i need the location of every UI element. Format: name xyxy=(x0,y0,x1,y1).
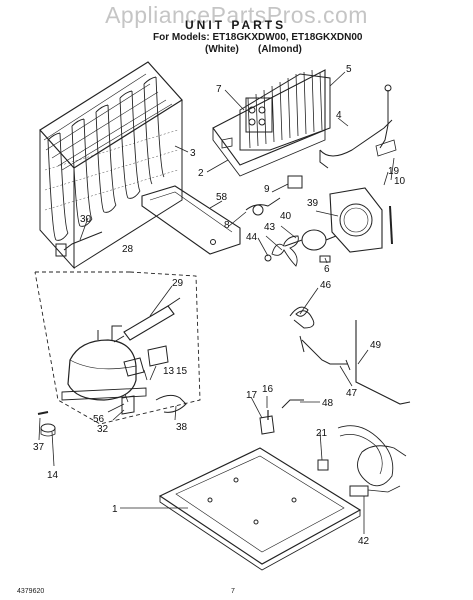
fan-motor xyxy=(284,229,337,251)
callout-42: 42 xyxy=(358,536,370,547)
diagram-title: UNIT PARTS xyxy=(185,18,287,32)
filter-drier xyxy=(123,305,175,341)
clip-37 xyxy=(37,411,49,415)
sensor-bulb xyxy=(384,84,392,92)
heater-plug xyxy=(55,243,67,257)
callout-4: 4 xyxy=(336,110,342,121)
callout-29: 29 xyxy=(172,278,184,289)
callout-39: 39 xyxy=(307,198,319,209)
callout-1: 1 xyxy=(112,504,118,515)
callout-3: 3 xyxy=(190,148,196,159)
document-code: 4379620 xyxy=(17,588,45,595)
sensor-wire xyxy=(379,90,389,149)
roller-17 xyxy=(259,415,275,435)
callout-13: 13 xyxy=(163,366,175,377)
callout-38: 38 xyxy=(176,422,188,433)
callout-47: 47 xyxy=(346,388,358,399)
clip xyxy=(375,139,397,157)
rubber-grommet xyxy=(40,423,56,433)
callout-9: 9 xyxy=(264,184,270,195)
condenser-coil xyxy=(39,61,183,270)
callout-labels: 7 5 4 3 2 58 19 10 9 8 39 40 43 44 6 30 … xyxy=(33,64,406,547)
watermark: AppliancePartsPros.com xyxy=(105,2,368,28)
callout-49: 49 xyxy=(370,340,382,351)
color-white: (White) xyxy=(205,44,239,55)
drain-tube xyxy=(319,119,393,169)
color-almond: (Almond) xyxy=(258,44,302,55)
leader-lines xyxy=(38,71,395,534)
callout-37: 37 xyxy=(33,442,45,453)
water-tube xyxy=(289,306,315,329)
bracket-18 xyxy=(281,399,304,409)
callout-43: 43 xyxy=(264,222,276,233)
callout-14: 14 xyxy=(47,470,59,481)
motor-grommet xyxy=(319,255,331,263)
callout-30: 30 xyxy=(80,214,92,225)
leveler-21 xyxy=(317,459,329,471)
overload-protector xyxy=(147,345,169,367)
fan-nut xyxy=(264,254,272,262)
compressor-group-outline xyxy=(34,271,201,425)
callout-56: 56 xyxy=(93,414,105,425)
callout-19: 19 xyxy=(388,166,400,177)
callout-16: 16 xyxy=(262,384,274,395)
callout-48: 48 xyxy=(322,398,334,409)
power-cord-lead xyxy=(155,394,187,413)
heater-cord xyxy=(63,231,103,251)
model-numbers: For Models: ET18GKXDW00, ET18GKXDN00 xyxy=(153,32,363,43)
discharge-tube xyxy=(355,320,411,405)
callout-10: 10 xyxy=(394,176,406,187)
callout-44: 44 xyxy=(246,232,258,243)
base-pan xyxy=(158,447,362,571)
callout-40: 40 xyxy=(280,211,292,222)
fan-blade xyxy=(271,235,299,267)
callout-17: 17 xyxy=(246,390,258,401)
callout-7: 7 xyxy=(216,84,222,95)
callout-8: 8 xyxy=(224,220,230,231)
callout-6: 6 xyxy=(324,264,330,275)
callout-46: 46 xyxy=(320,280,332,291)
fan-shroud xyxy=(329,187,383,253)
suction-tube xyxy=(299,335,351,371)
page-number: 7 xyxy=(231,588,235,595)
wiring-harness xyxy=(337,425,407,497)
callout-5: 5 xyxy=(346,64,352,75)
heater-strip xyxy=(389,205,393,245)
callout-15: 15 xyxy=(176,366,188,377)
callout-32: 32 xyxy=(97,424,109,435)
callout-2: 2 xyxy=(198,168,204,179)
start-relay xyxy=(123,357,145,377)
callout-21: 21 xyxy=(316,428,328,439)
compressor xyxy=(61,325,147,401)
thermostat xyxy=(287,175,303,189)
air-channel xyxy=(141,185,241,255)
callout-28: 28 xyxy=(122,244,134,255)
capacitor xyxy=(121,395,135,415)
evaporator-assembly xyxy=(212,69,331,177)
callout-58: 58 xyxy=(216,192,228,203)
